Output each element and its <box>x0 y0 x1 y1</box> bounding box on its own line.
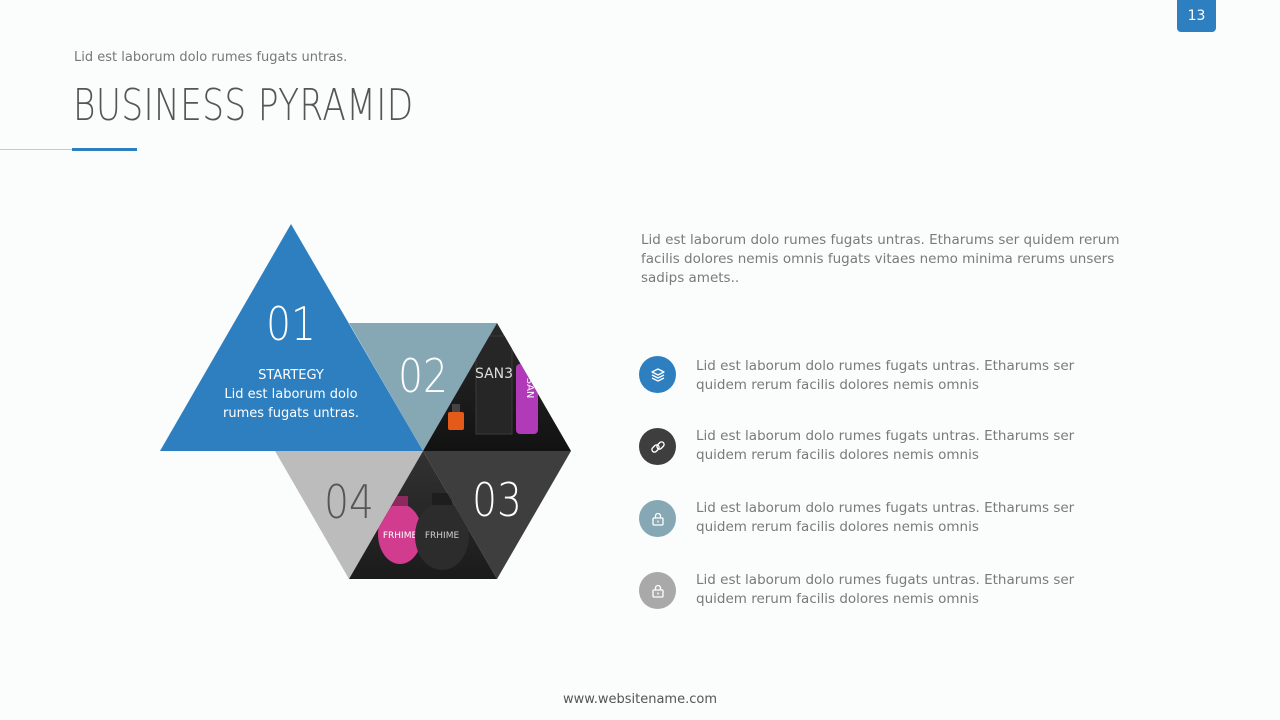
title-rule-accent <box>72 148 137 151</box>
page-number-badge: 13 <box>1177 0 1216 32</box>
segment-03-number: 03 <box>472 474 522 528</box>
lock-icon <box>639 572 676 609</box>
segment-01-label: STARTEGY <box>258 368 324 383</box>
pyramid-segment-02 <box>349 323 497 451</box>
feature-item-4-text: Lid est laborum dolo rumes fugats untras… <box>696 572 1075 607</box>
feature-item-4: Lid est laborum dolo rumes fugats untras… <box>639 572 1119 612</box>
box-label: SAN3 <box>475 366 513 382</box>
feature-item-3-text: Lid est laborum dolo rumes fugats untras… <box>696 500 1075 535</box>
pyramid-segment-01 <box>160 224 423 451</box>
segment-02-number: 02 <box>398 350 448 404</box>
slide-title: BUSINESS PYRAMID <box>73 80 414 131</box>
bottle-dark-label: FRHIME <box>425 531 460 541</box>
pyramid-segment-03 <box>423 451 571 579</box>
segment-01-number: 01 <box>266 298 316 352</box>
intro-paragraph: Lid est laborum dolo rumes fugats untras… <box>641 232 1120 286</box>
segment-01-text-line1: Lid est laborum dolo <box>224 387 357 402</box>
feature-item-1: Lid est laborum dolo rumes fugats untras… <box>639 356 1119 396</box>
feature-item-1-text: Lid est laborum dolo rumes fugats untras… <box>696 358 1075 393</box>
pyramid-segment-04 <box>275 451 423 579</box>
feature-item-2: Lid est laborum dolo rumes fugats untras… <box>639 428 1119 468</box>
segment-04-number: 04 <box>324 476 374 530</box>
lock-icon <box>639 500 676 537</box>
link-icon <box>639 428 676 465</box>
layers-icon <box>639 356 676 393</box>
feature-item-2-text: Lid est laborum dolo rumes fugats untras… <box>696 428 1075 463</box>
feature-item-3: Lid est laborum dolo rumes fugats untras… <box>639 500 1119 540</box>
title-rule-gray <box>0 149 72 150</box>
footer-website: www.websitename.com <box>563 692 717 707</box>
bottle-pink-label: FRHIME <box>383 531 418 541</box>
slide-subtitle: Lid est laborum dolo rumes fugats untras… <box>74 50 348 65</box>
tube-label: SAN <box>524 378 535 399</box>
segment-01-text-line2: rumes fugats untras. <box>223 406 359 421</box>
